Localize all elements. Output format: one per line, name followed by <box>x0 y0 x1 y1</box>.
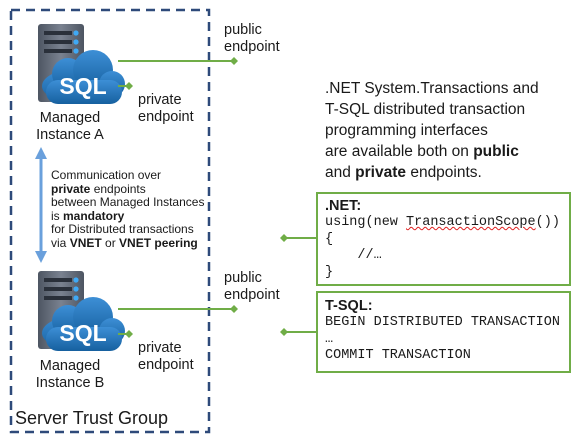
code-line: BEGIN DISTRIBUTED TRANSACTION <box>325 315 560 330</box>
server-trust-group-boundary <box>9 8 211 434</box>
instance-a-name: Managed Instance A <box>36 110 104 143</box>
private-endpoint-connector-a <box>118 82 133 90</box>
sql-cloud-label: SQL <box>59 320 106 346</box>
tsql-box-connector <box>280 328 316 336</box>
tsql-code-box: T-SQL: BEGIN DISTRIBUTED TRANSACTION … C… <box>316 291 571 373</box>
dotnet-box-connector <box>280 234 316 242</box>
tsql-box-header: T-SQL: <box>325 298 373 314</box>
code-line: using(new TransactionScope()) <box>325 215 560 230</box>
code-line: { <box>325 231 334 247</box>
sql-cloud-label: SQL <box>59 73 106 99</box>
sql-server-icon: SQL <box>38 271 125 351</box>
private-endpoint-connector-b <box>118 330 133 338</box>
server-trust-group-label: Server Trust Group <box>15 408 169 428</box>
public-endpoint-connector-b <box>118 305 238 313</box>
public-endpoint-label-b: public endpoint <box>224 270 280 303</box>
sql-server-icon: SQL <box>38 24 125 104</box>
public-endpoint-label-a: public endpoint <box>224 22 280 55</box>
private-endpoint-label-b: private endpoint <box>138 340 194 373</box>
dotnet-code-box: .NET: using(new TransactionScope()) { //… <box>316 192 571 286</box>
bidirectional-arrow <box>35 147 47 263</box>
sql-cloud <box>42 50 125 104</box>
code-line: //… <box>325 248 382 263</box>
communication-note: Communication over private endpoints bet… <box>51 168 205 250</box>
code-line: COMMIT TRANSACTION <box>325 348 471 363</box>
public-endpoint-connector-a <box>118 57 238 65</box>
private-endpoint-label-a: private endpoint <box>138 92 194 125</box>
instance-b-name: Managed Instance B <box>35 358 105 391</box>
dotnet-box-header: .NET: <box>325 198 362 214</box>
description-text: .NET System.Transactions and T-SQL distr… <box>325 80 539 181</box>
sql-cloud <box>42 297 125 351</box>
code-line: … <box>325 331 334 347</box>
code-line: } <box>325 264 334 280</box>
